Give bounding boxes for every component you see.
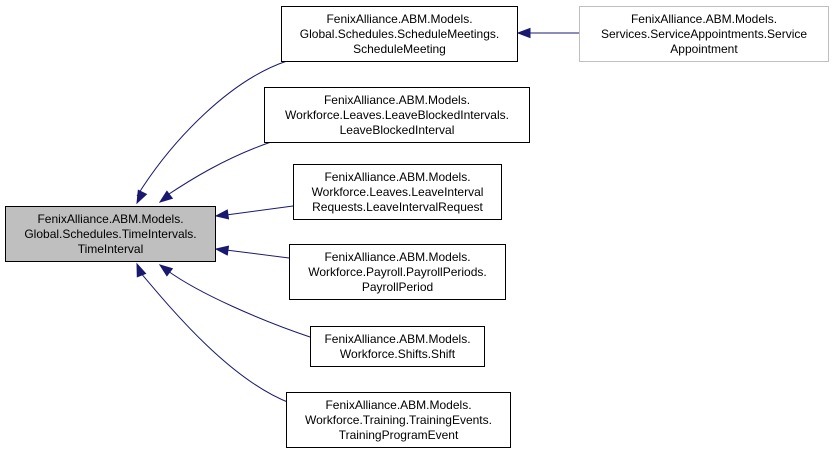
node-label-line: ScheduleMeeting bbox=[353, 42, 446, 56]
node-box bbox=[5, 206, 216, 262]
node-box bbox=[289, 244, 506, 300]
node-label-line: Global.Schedules.ScheduleMeetings. bbox=[300, 27, 499, 41]
edge-leave-blocked-interval-to-time-interval bbox=[158, 141, 272, 203]
arrowhead-icon bbox=[136, 262, 147, 278]
node-label-line: Workforce.Payroll.PayrollPeriods. bbox=[308, 265, 487, 279]
edge-line bbox=[136, 60, 288, 197]
node-label-line: Workforce.Leaves.LeaveBlockedIntervals. bbox=[285, 108, 509, 122]
arrowhead-icon bbox=[158, 190, 174, 203]
node-label-line: FenixAlliance.ABM.Models. bbox=[324, 170, 470, 184]
node-box bbox=[264, 87, 530, 143]
node-box bbox=[310, 326, 485, 367]
node-label-line: PayrollPeriod bbox=[362, 280, 433, 294]
edge-line bbox=[225, 205, 294, 216]
node-service-appointment[interactable]: FenixAlliance.ABM.Models.Services.Servic… bbox=[579, 6, 829, 62]
arrowhead-icon bbox=[158, 264, 174, 277]
nodes-layer: FenixAlliance.ABM.Models.Global.Schedule… bbox=[5, 6, 829, 448]
node-label-line: FenixAlliance.ABM.Models. bbox=[631, 12, 777, 26]
node-time-interval: FenixAlliance.ABM.Models.Global.Schedule… bbox=[5, 206, 216, 262]
node-label-line: FenixAlliance.ABM.Models. bbox=[325, 398, 471, 412]
arrowhead-icon bbox=[214, 209, 230, 220]
node-label-line: Appointment bbox=[670, 42, 738, 56]
node-label-line: FenixAlliance.ABM.Models. bbox=[324, 332, 470, 346]
node-label-line: FenixAlliance.ABM.Models. bbox=[324, 93, 470, 107]
node-leave-interval-request[interactable]: FenixAlliance.ABM.Models.Workforce.Leave… bbox=[293, 164, 502, 220]
node-label-line: Workforce.Leaves.LeaveInterval bbox=[312, 185, 484, 199]
node-box bbox=[579, 6, 829, 62]
edge-schedule-meeting-to-time-interval bbox=[136, 60, 288, 205]
edge-payroll-period-to-time-interval bbox=[214, 245, 290, 259]
edge-leave-interval-request-to-time-interval bbox=[214, 205, 294, 220]
arrowhead-icon bbox=[136, 189, 148, 205]
node-label-line: Workforce.Shifts.Shift bbox=[340, 347, 456, 361]
node-shift[interactable]: FenixAlliance.ABM.Models.Workforce.Shift… bbox=[310, 326, 485, 367]
node-box bbox=[286, 392, 511, 448]
edges-layer bbox=[136, 27, 579, 404]
node-schedule-meeting[interactable]: FenixAlliance.ABM.Models.Global.Schedule… bbox=[281, 6, 518, 62]
node-label-line: Global.Schedules.TimeIntervals. bbox=[24, 227, 196, 241]
arrowhead-icon bbox=[516, 27, 531, 39]
edge-line bbox=[139, 271, 291, 404]
node-label-line: LeaveBlockedInterval bbox=[340, 123, 455, 137]
node-label-line: TimeInterval bbox=[78, 242, 144, 256]
node-label-line: Services.ServiceAppointments.Service bbox=[601, 27, 807, 41]
node-label-line: FenixAlliance.ABM.Models. bbox=[326, 12, 472, 26]
edge-line bbox=[165, 141, 272, 197]
node-label-line: FenixAlliance.ABM.Models. bbox=[37, 212, 183, 226]
node-label-line: FenixAlliance.ABM.Models. bbox=[324, 250, 470, 264]
edge-shift-to-time-interval bbox=[158, 264, 311, 338]
node-label-line: Requests.LeaveIntervalRequest bbox=[312, 200, 483, 214]
arrowhead-icon bbox=[214, 245, 230, 256]
node-box bbox=[293, 164, 502, 220]
node-label-line: Workforce.Training.TrainingEvents. bbox=[305, 413, 492, 427]
node-payroll-period[interactable]: FenixAlliance.ABM.Models.Workforce.Payro… bbox=[289, 244, 506, 300]
edge-service-appointment-to-schedule-meeting bbox=[516, 27, 579, 39]
node-leave-blocked-interval[interactable]: FenixAlliance.ABM.Models.Workforce.Leave… bbox=[264, 87, 530, 143]
edge-line bbox=[167, 270, 311, 338]
node-box bbox=[281, 6, 518, 62]
edge-training-program-event-to-time-interval bbox=[136, 262, 291, 404]
node-training-program-event[interactable]: FenixAlliance.ABM.Models.Workforce.Train… bbox=[286, 392, 511, 448]
node-label-line: TrainingProgramEvent bbox=[339, 428, 459, 442]
edge-line bbox=[225, 249, 290, 259]
